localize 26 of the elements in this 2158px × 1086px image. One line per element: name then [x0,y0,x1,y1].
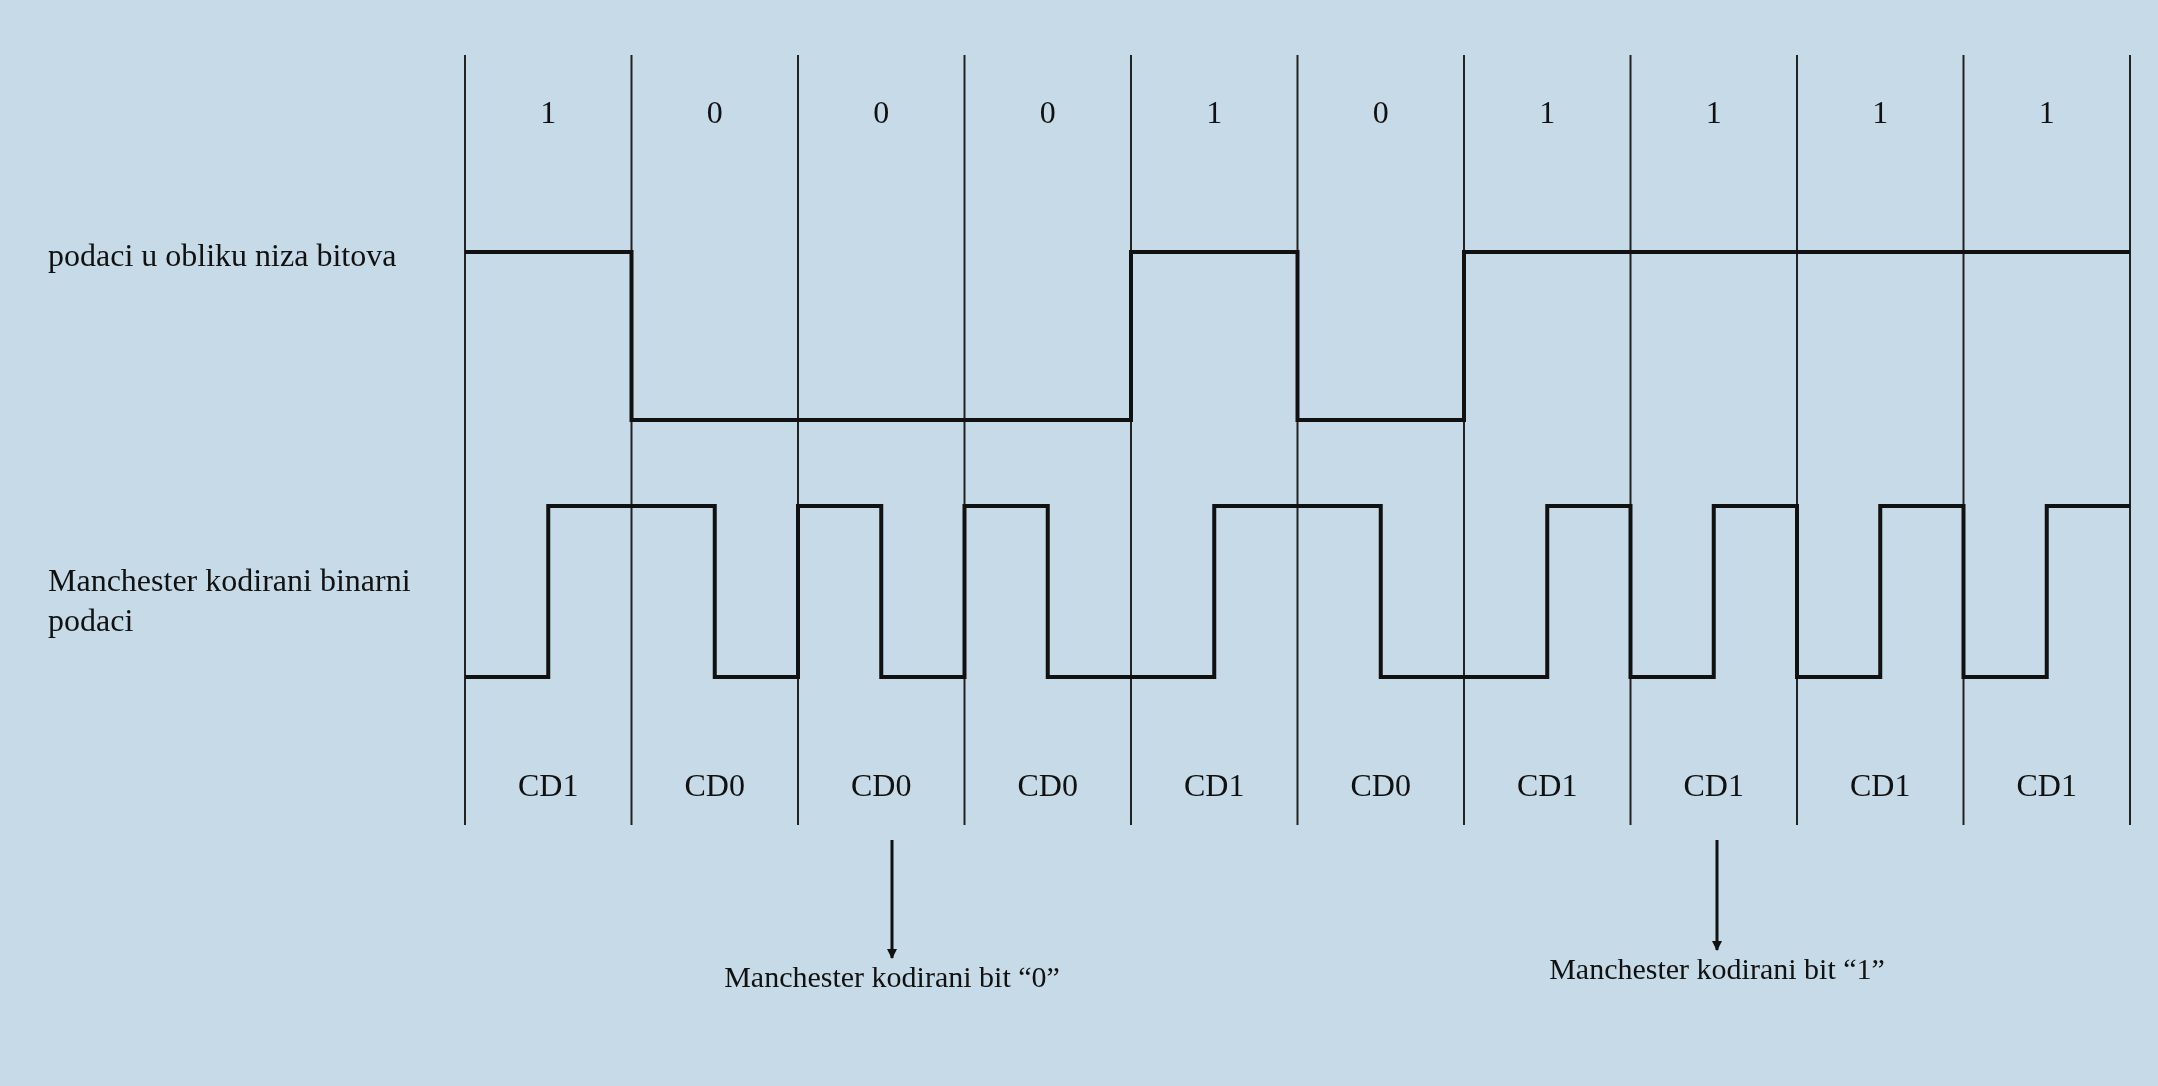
arrow [1712,840,1722,951]
code-label: CD1 [1850,766,1911,804]
bit-value: 0 [706,93,723,131]
bit-value: 0 [1372,93,1389,131]
bit-value: 1 [1539,93,1556,131]
code-label: CD0 [1350,766,1411,804]
code-label: CD0 [1017,766,1078,804]
bit-value: 1 [1206,93,1223,131]
code-label: CD1 [1683,766,1744,804]
caption-text: Manchester kodirani bit “0” [682,958,1102,996]
bit-value: 0 [873,93,890,131]
code-label: CD1 [518,766,579,804]
code-label: CD1 [2016,766,2077,804]
bit-value: 1 [1872,93,1889,131]
caption-text: Manchester kodirani bit “1” [1507,950,1927,988]
code-label: CD1 [1517,766,1578,804]
code-label: CD0 [684,766,745,804]
bit-value: 1 [1705,93,1722,131]
arrow [887,840,897,959]
row-label: Manchester kodirani binarni podaci [48,561,412,640]
bit-value: 0 [1039,93,1056,131]
bit-value: 1 [540,93,557,131]
row-label: podaci u obliku niza bitova [48,236,398,275]
code-label: CD0 [851,766,912,804]
bit-value: 1 [2038,93,2055,131]
code-label: CD1 [1184,766,1245,804]
